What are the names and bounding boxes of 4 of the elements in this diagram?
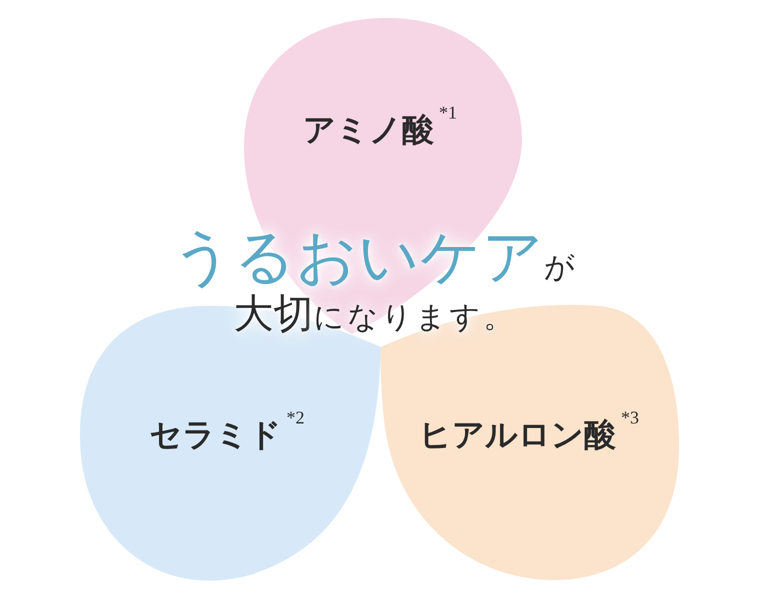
ingredient-name: セラミド$^{*2}$ — [150, 408, 304, 454]
headline: うるおいケアが大切になります。 — [171, 226, 579, 338]
ingredient-name: ヒアルロン酸$^{*3}$ — [419, 408, 639, 454]
ingredient-name: アミノ酸$^{*1}$ — [303, 104, 457, 148]
